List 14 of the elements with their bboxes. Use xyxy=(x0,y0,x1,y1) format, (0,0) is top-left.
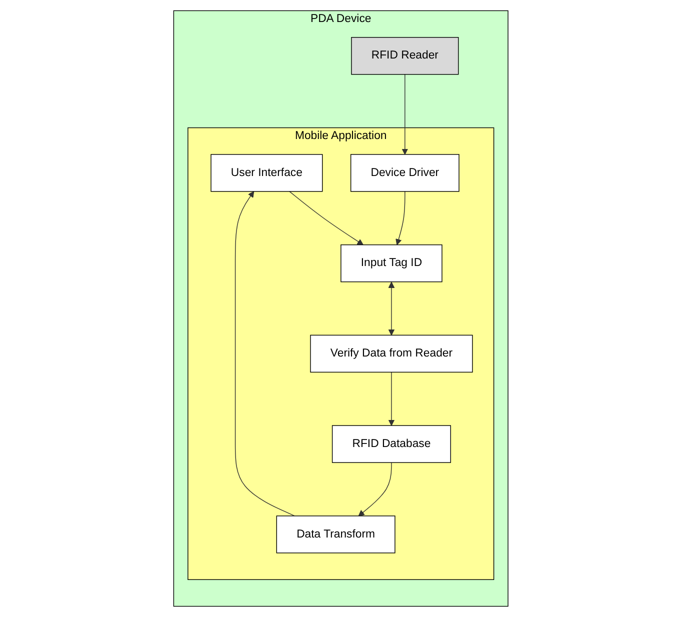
arrow xyxy=(234,191,295,516)
arrow xyxy=(288,191,364,246)
node-box: RFID Database xyxy=(332,425,451,463)
node-box: Verify Data from Reader xyxy=(310,334,472,373)
node-box: Data Transform xyxy=(276,516,395,554)
arrow xyxy=(388,282,394,336)
arrow xyxy=(358,462,392,516)
node-box: User Interface xyxy=(210,154,322,192)
node-box: Input Tag ID xyxy=(340,244,442,282)
arrow xyxy=(388,372,394,426)
node-box: RFID Reader xyxy=(350,37,458,75)
arrow xyxy=(395,191,405,246)
node-box: Device Driver xyxy=(350,154,459,192)
arrow xyxy=(401,74,408,155)
